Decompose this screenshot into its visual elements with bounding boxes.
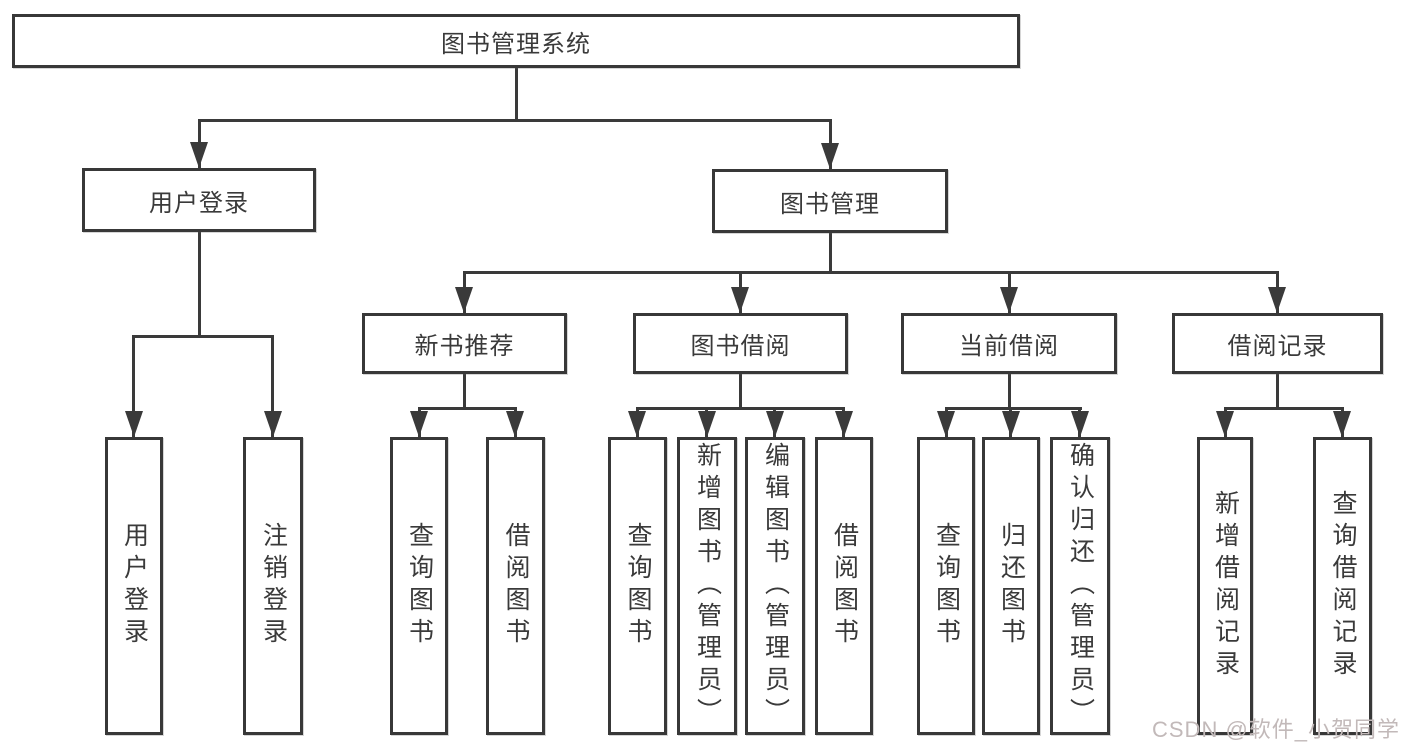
node-label: 查询图书 [932,522,961,650]
arrowhead-down-icon [1071,411,1089,437]
connector-records-vertical [1276,374,1279,410]
connector-recommend-vertical [463,374,466,410]
node-book-borrowing: 图书借阅 [633,313,848,374]
node-label: 图书管理 [780,190,880,218]
node-user-login: 用户登录 [82,168,316,232]
connector-root-vertical [515,68,518,120]
arrowhead-down-icon [506,411,524,437]
node-add-book-admin: 新增图书（管理员） [677,437,737,735]
arrowhead-down-icon [1002,411,1020,437]
connector-root-horizontal [198,119,832,122]
node-label: 用户登录 [120,522,149,650]
node-label: 新增借阅记录 [1211,490,1240,682]
node-label: 借阅图书 [830,522,859,650]
node-new-book-recommendation: 新书推荐 [362,313,567,374]
node-label: 归还图书 [997,522,1026,650]
node-label: 注销登录 [259,522,288,650]
connector-userlogin-vertical [198,232,201,336]
connector-userlogin-horizontal [132,335,274,338]
node-label: 借阅记录 [1227,333,1328,360]
arrowhead-down-icon [410,411,428,437]
node-label: 确认归还（管理员） [1066,442,1095,730]
arrowhead-down-icon [1216,411,1234,437]
arrowhead-down-icon [835,411,853,437]
node-label: 新书推荐 [414,333,515,360]
arrowhead-down-icon [190,142,208,168]
arrowhead-down-icon [628,411,646,437]
arrowhead-down-icon [1268,287,1286,313]
node-query-books-current: 查询图书 [917,437,975,735]
arrowhead-down-icon [698,411,716,437]
node-return-book: 归还图书 [982,437,1040,735]
node-label: 用户登录 [149,189,249,217]
connector-borrowing-vertical [739,374,742,410]
node-borrowing-records: 借阅记录 [1172,313,1383,374]
node-add-borrow-record: 新增借阅记录 [1197,437,1253,735]
node-label: 查询借阅记录 [1329,490,1357,682]
node-borrow-books-recommend: 借阅图书 [486,437,545,735]
node-edit-book-admin: 编辑图书（管理员） [745,437,805,735]
connector-stub [271,335,274,437]
arrowhead-down-icon [937,411,955,437]
node-label: 图书管理系统 [441,30,591,58]
node-label: 查询图书 [405,522,434,650]
connector-records-horizontal [1224,407,1344,410]
node-query-books-borrowing: 查询图书 [608,437,667,735]
connector-stub [132,335,135,437]
arrowhead-down-icon [1333,411,1351,437]
node-book-management: 图书管理 [712,169,948,233]
csdn-watermark: CSDN @软件_小贺同学 [1152,717,1401,742]
arrowhead-down-icon [264,411,282,437]
node-label: 借阅图书 [502,522,530,650]
node-query-books-recommend: 查询图书 [390,437,448,735]
node-label: 查询图书 [624,522,652,650]
arrowhead-down-icon [731,287,749,313]
node-borrow-books-borrowing: 借阅图书 [815,437,873,735]
node-confirm-return-admin: 确认归还（管理员） [1050,437,1110,735]
arrowhead-down-icon [821,143,839,169]
arrowhead-down-icon [1000,287,1018,313]
node-library-system: 图书管理系统 [12,14,1020,68]
node-current-borrowing: 当前借阅 [901,313,1117,374]
node-user-login-leaf: 用户登录 [105,437,163,735]
node-label: 新增图书（管理员） [693,442,722,730]
node-logout: 注销登录 [243,437,303,735]
connector-bookmgmt-vertical [829,233,832,274]
connector-bookmgmt-horizontal [463,271,1279,274]
connector-current-vertical [1008,374,1011,410]
arrowhead-down-icon [125,411,143,437]
arrowhead-down-icon [766,411,784,437]
node-label: 编辑图书（管理员） [761,442,790,730]
node-label: 当前借阅 [959,333,1059,360]
arrowhead-down-icon [455,287,473,313]
connector-recommend-horizontal [418,407,517,410]
node-query-borrow-record: 查询借阅记录 [1313,437,1372,735]
connector-borrowing-horizontal [636,407,845,410]
node-label: 图书借阅 [690,333,791,360]
connector-current-horizontal [945,407,1082,410]
